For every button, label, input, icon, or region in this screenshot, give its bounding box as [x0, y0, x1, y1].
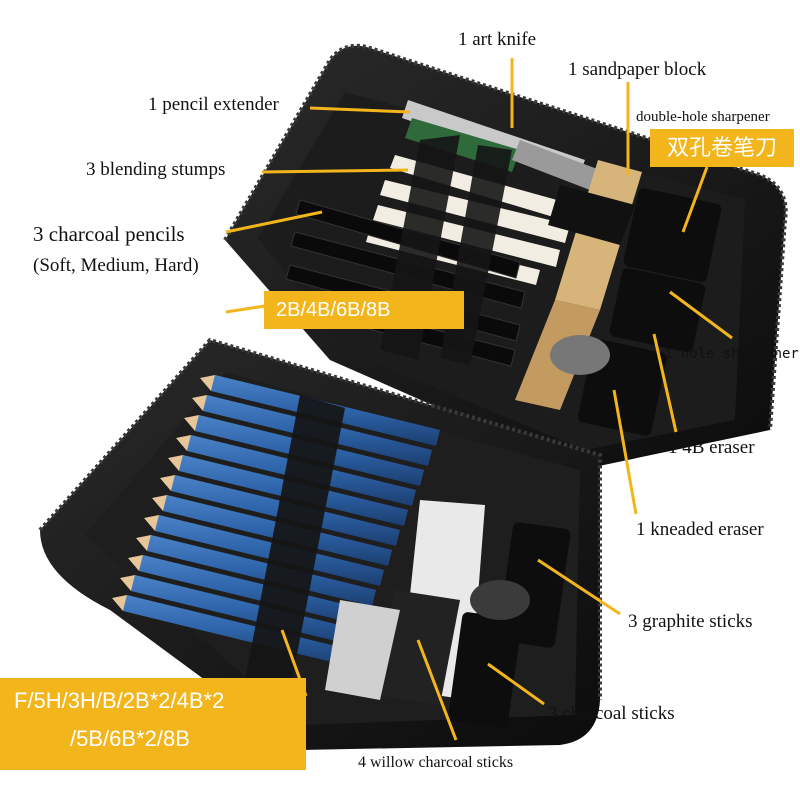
label-double-hole-sharpener: double-hole sharpener: [636, 109, 770, 125]
callout-graphite: [537, 558, 621, 616]
label-charcoal-pencils-sub: (Soft, Medium, Hard): [33, 255, 199, 276]
callout-stumps: [261, 168, 409, 174]
callout-lines: [225, 58, 733, 741]
callout-willow: [416, 639, 458, 741]
label-kneaded-eraser: 1 kneaded eraser: [636, 519, 764, 540]
callout-charcoal-pencils: [225, 210, 323, 234]
label-charcoal-pencils: 3 charcoal pencils: [33, 222, 185, 246]
label-one-hole-sharpener: 1 hole sharpener: [664, 346, 799, 362]
label-charcoal-sticks: 3 charcoal sticks: [548, 703, 675, 724]
tag-sketch-grades-line1: F/5H/3H/B/2B*2/4B*2: [14, 688, 225, 713]
callout-extender: [309, 106, 411, 114]
callout-kneaded: [612, 389, 638, 515]
label-graphite-sticks: 3 graphite sticks: [628, 611, 753, 632]
tag-sketch-grades-line2: /5B/6B*2/8B: [70, 726, 190, 751]
callout-double-sharpener: [681, 166, 709, 233]
callout-charcoal-sticks: [487, 662, 545, 706]
tag-sketch-pencil-grades: F/5H/3H/B/2B*2/4B*2 /5B/6B*2/8B: [0, 678, 306, 770]
callout-4b-eraser: [652, 333, 678, 433]
pencil-strap: [245, 395, 345, 690]
right-pouches: [550, 188, 722, 436]
stick-pouches: [448, 522, 571, 728]
label-blending-stumps: 3 blending stumps: [86, 159, 226, 180]
label-4b-eraser: 1 4B eraser: [668, 437, 755, 458]
callout-one-hole: [669, 290, 733, 340]
tag-double-hole-sharpener-cn: 双孔卷笔刀: [650, 129, 794, 167]
tag-charcoal-grades: 2B/4B/6B/8B: [264, 291, 464, 329]
label-art-knife: 1 art knife: [458, 29, 537, 50]
label-pencil-extender: 1 pencil extender: [148, 94, 279, 115]
label-willow-charcoal-sticks: 4 willow charcoal sticks: [358, 754, 514, 771]
label-sandpaper-block: 1 sandpaper block: [568, 59, 707, 80]
